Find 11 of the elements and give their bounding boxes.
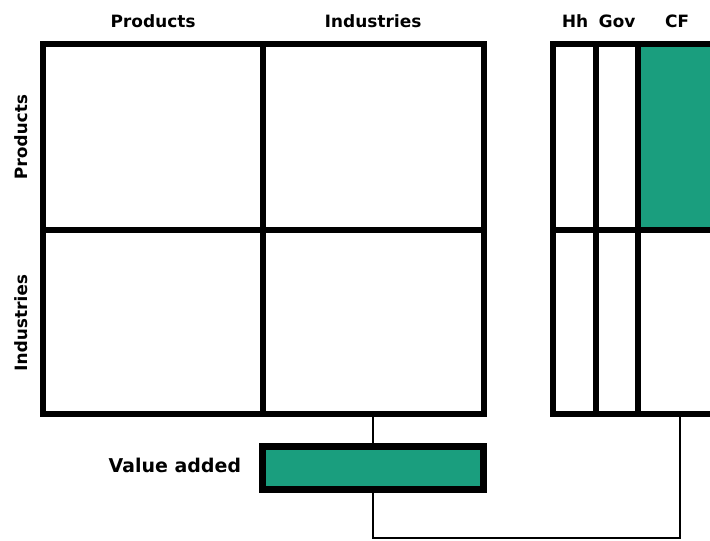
filled-value-bar [259,443,487,493]
row-header: Industries [12,274,32,370]
column-header: Products [110,12,196,32]
connector-line [372,417,374,443]
row-label: Value added [108,455,241,477]
row-header: Products [12,94,32,180]
column-header: Industries [324,12,422,32]
connector-line [372,417,681,539]
column-header: Hh [562,12,588,32]
column-header: Gov [598,12,636,32]
column-header: CF [664,12,690,32]
